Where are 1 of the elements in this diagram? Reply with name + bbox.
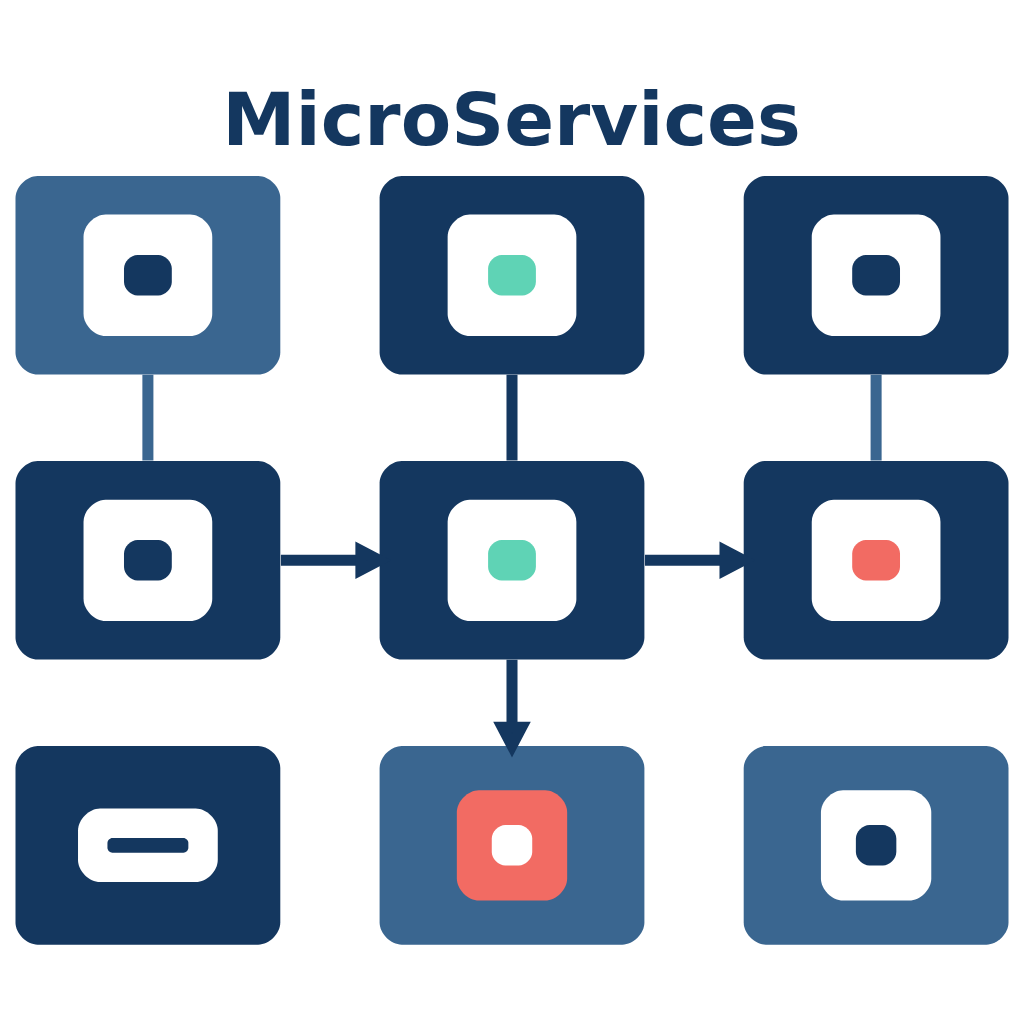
diagram-title: MicroServices xyxy=(222,76,801,162)
